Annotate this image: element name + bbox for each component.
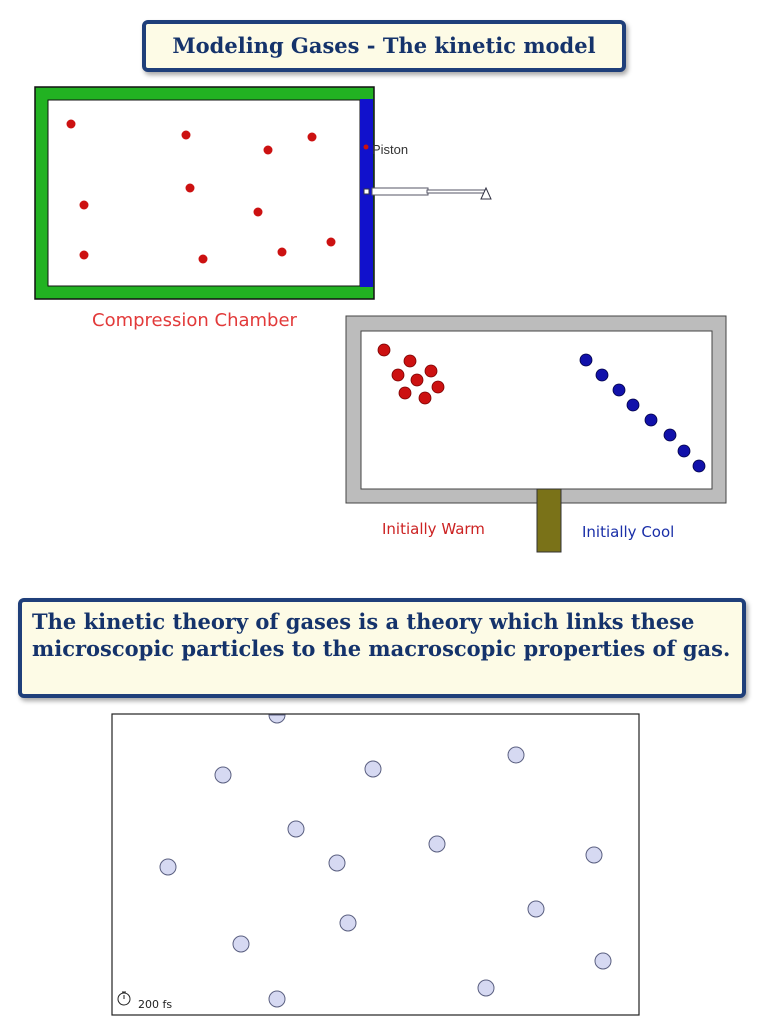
warm-particle [424,364,438,378]
heat-transfer-box [345,315,727,553]
sim-particle [364,760,382,778]
cool-particle [579,353,593,367]
compression-chamber: Piston [34,86,492,300]
warm-particles [377,343,445,405]
sim-particle [232,935,250,953]
cool-particle [595,368,609,382]
sim-particle-partial [268,714,286,724]
sim-particle [594,952,612,970]
cool-particle [612,383,626,397]
sim-particle [477,979,495,997]
stopwatch-icon [117,991,131,1006]
cool-particle [644,413,658,427]
simulation-particles [159,714,612,1008]
chamber-particle [307,132,317,142]
sim-particle [214,766,232,784]
simulation-box: 200 fs [111,713,640,1016]
chamber-particle [66,119,76,129]
warm-particle [391,368,405,382]
initially-warm-label: Initially Warm [382,520,485,538]
sim-particle [328,854,346,872]
chamber-particle [181,130,191,140]
chamber-particle [326,237,336,247]
chamber-particle [253,207,263,217]
chamber-particle [277,247,287,257]
piston-marker [363,144,369,150]
sim-particle [428,835,446,853]
cool-particles [579,353,706,473]
sim-particle [585,846,603,864]
piston-label: Piston [372,142,408,157]
sim-particle [287,820,305,838]
sim-particle [268,990,286,1008]
warm-particle [431,380,445,394]
warm-particle [410,373,424,387]
simulation-frame [111,713,640,1016]
initially-cool-label: Initially Cool [582,523,675,541]
warm-particle [418,391,432,405]
compression-chamber-label: Compression Chamber [92,310,297,331]
warm-particle [398,386,412,400]
sim-particle [507,746,525,764]
chamber-particle [185,183,195,193]
cool-particle [626,398,640,412]
piston-rod-slot [363,188,370,195]
warm-particle [377,343,391,357]
piston-rod-inner [426,189,486,194]
sim-particle [159,858,177,876]
piston-handle-icon[interactable] [480,186,492,200]
chamber-particle [79,250,89,260]
chamber-particle [198,254,208,264]
page-title: Modeling Gases - The kinetic model [142,20,626,72]
time-readout: 200 fs [138,998,172,1011]
heat-box-interior [360,330,713,490]
cool-particle [677,444,691,458]
sim-particle [339,914,357,932]
chamber-particle [263,145,273,155]
cool-particle [663,428,677,442]
warm-particle [403,354,417,368]
chamber-particles [66,119,336,264]
chamber-particle [79,200,89,210]
sim-particle [527,900,545,918]
piston-rod[interactable] [371,187,429,196]
heat-box-stand [536,488,562,553]
cool-particle [692,459,706,473]
theory-callout: The kinetic theory of gases is a theory … [18,598,746,698]
